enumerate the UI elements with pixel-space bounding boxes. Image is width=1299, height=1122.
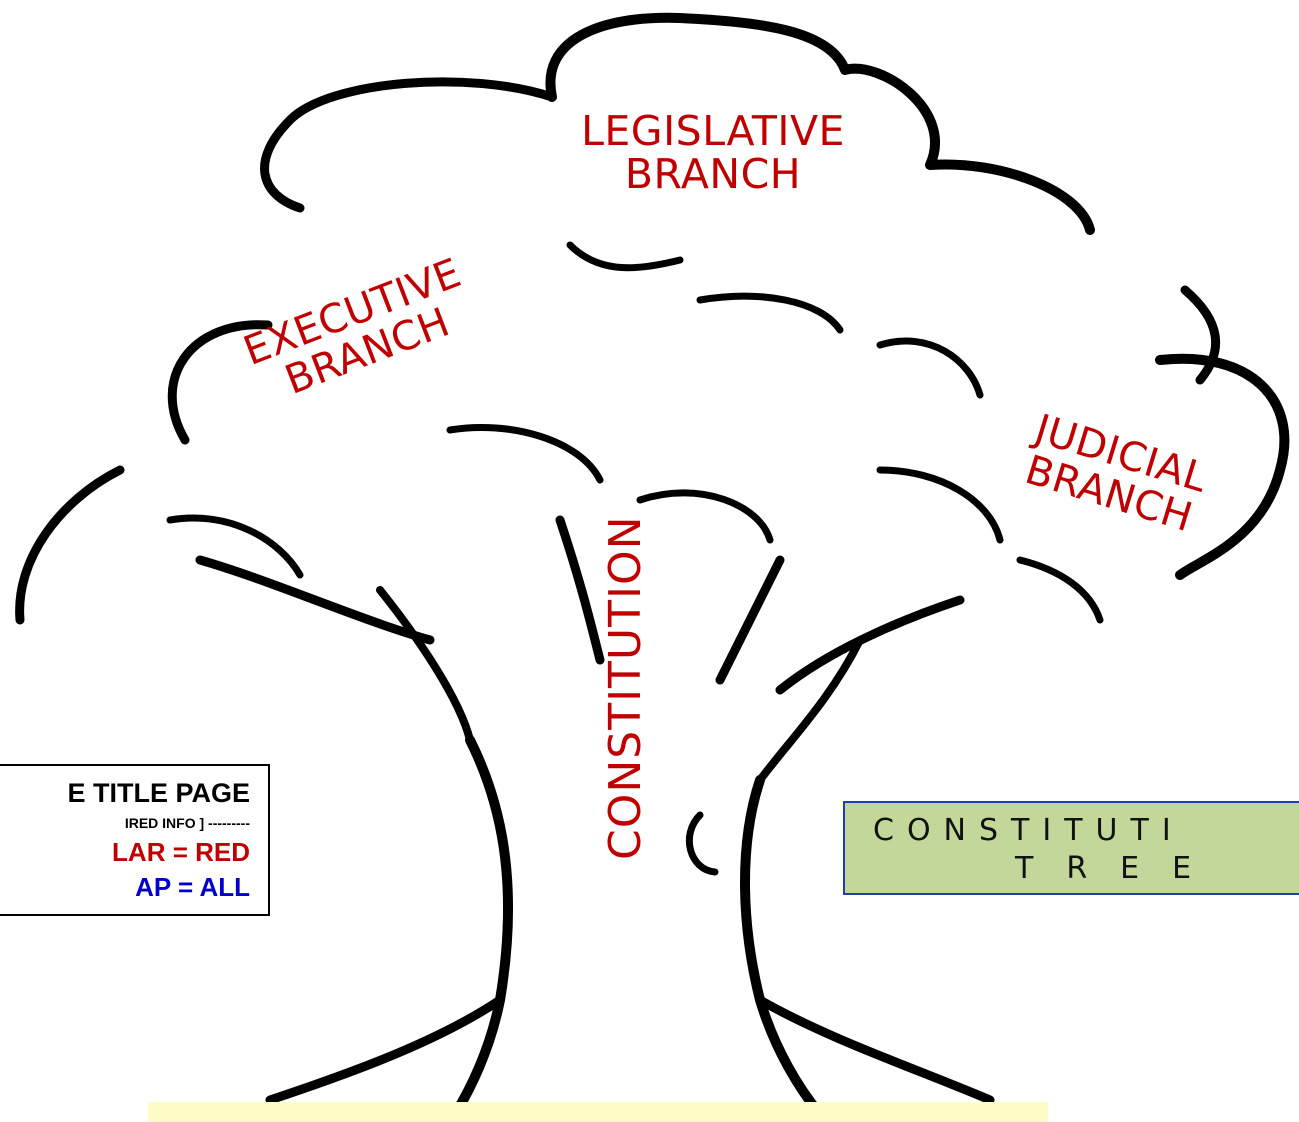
- canopy-detail: [566, 241, 684, 272]
- legislative-branch-label: LEGISLATIVE BRANCH: [548, 107, 878, 199]
- canopy-detail: [876, 337, 984, 399]
- info-line-title: E TITLE PAGE: [67, 778, 250, 808]
- legislative-line2: BRANCH: [624, 150, 802, 199]
- canopy-detail: [1016, 556, 1104, 624]
- canopy-detail: [696, 292, 844, 334]
- title-line2: TREE: [1015, 851, 1225, 886]
- info-line-red: LAR = RED: [112, 837, 250, 867]
- canopy-outline: [15, 465, 125, 625]
- tree-root: [755, 995, 995, 1105]
- canopy-outline: [1180, 285, 1220, 385]
- canopy-outline: [260, 77, 557, 213]
- info-line-required: IRED INFO ] ---------: [124, 815, 250, 831]
- tree-branch: [376, 586, 474, 744]
- tree-branch: [756, 636, 864, 784]
- canopy-detail: [636, 489, 774, 544]
- tree-branch: [555, 515, 605, 665]
- canopy-outline: [545, 12, 1095, 235]
- canopy-detail: [446, 424, 604, 484]
- info-line-blue: AP = ALL: [135, 872, 250, 902]
- constitution-trunk-label: CONSTITUTION: [600, 515, 651, 860]
- tree-root: [265, 995, 505, 1105]
- tree-branch: [195, 555, 435, 645]
- tree-branch: [715, 555, 785, 685]
- canopy-outline: [167, 320, 273, 445]
- legislative-line1: LEGISLATIVE: [581, 107, 845, 155]
- trunk-knot: [685, 811, 719, 876]
- canopy-outline: [1155, 353, 1290, 580]
- title-line1: CONSTITUTI: [873, 813, 1184, 848]
- canopy-detail: [166, 514, 304, 579]
- title-page-info-box: E TITLE PAGE IRED INFO ] --------- LAR =…: [0, 764, 270, 916]
- constitution-tree-title-box: CONSTITUTI TREE: [843, 801, 1299, 895]
- bottom-highlight-band: [148, 1102, 1048, 1122]
- tree-branch: [775, 595, 965, 695]
- tree-trunk: [740, 775, 825, 1114]
- canopy-detail: [876, 466, 1004, 544]
- tree-trunk: [450, 735, 514, 1114]
